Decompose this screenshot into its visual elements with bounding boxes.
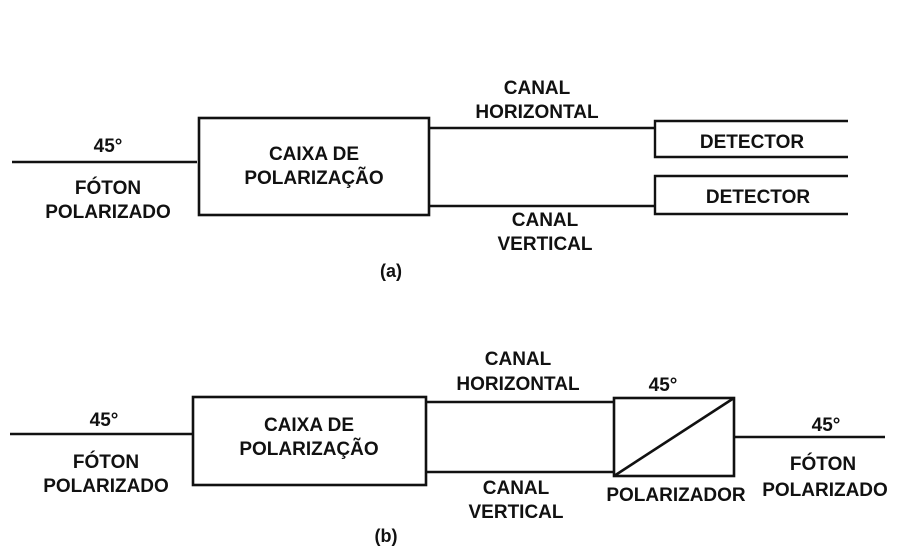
- polarization-box: [191, 395, 428, 487]
- panel-a-caption: (a): [380, 261, 402, 281]
- horizontal-channel-label-line2: HORIZONTAL: [456, 374, 580, 395]
- polarization-box: [197, 116, 431, 217]
- output-photon-label-line1: FÓTON: [790, 453, 856, 475]
- polarization-box-label-line2: POLARIZAÇÃO: [239, 438, 378, 460]
- vertical-channel-label-line1: CANAL: [483, 478, 550, 499]
- input-photon-label-line1: FÓTON: [75, 177, 141, 199]
- vertical-channel-label-line2: VERTICAL: [469, 502, 564, 523]
- horizontal-channel-label-line2: HORIZONTAL: [475, 102, 599, 123]
- polarizer-angle-label: 45°: [649, 375, 678, 396]
- detector-top-label: DETECTOR: [700, 132, 804, 153]
- output-photon-label-line2: POLARIZADO: [762, 480, 888, 501]
- polarization-box-label-line2: POLARIZAÇÃO: [244, 167, 383, 189]
- input-angle-label: 45°: [90, 410, 119, 431]
- polarizer-diagonal: [613, 396, 735, 478]
- vertical-channel-label-line2: VERTICAL: [498, 234, 593, 255]
- horizontal-channel-label-line1: CANAL: [504, 78, 571, 99]
- input-photon-label-line1: FÓTON: [73, 451, 139, 473]
- detector-bottom-label: DETECTOR: [706, 187, 810, 208]
- input-angle-label: 45°: [94, 136, 123, 157]
- output-angle-label: 45°: [812, 415, 841, 436]
- input-photon-label-line2: POLARIZADO: [45, 202, 171, 223]
- polarization-box-label-line1: CAIXA DE: [269, 144, 359, 165]
- detector-bottom-box: [653, 174, 848, 216]
- polarizer-label: POLARIZADOR: [606, 485, 746, 506]
- detector-top-box: [653, 119, 848, 159]
- panel-b-caption: (b): [375, 526, 398, 546]
- polarization-box-label-line1: CAIXA DE: [264, 415, 354, 436]
- input-photon-label-line2: POLARIZADO: [43, 476, 169, 497]
- horizontal-channel-label-line1: CANAL: [485, 349, 552, 370]
- vertical-channel-label-line1: CANAL: [512, 210, 579, 231]
- panel-b: 45° FÓTON POLARIZADO CAIXA DE POLARIZAÇÃ…: [10, 349, 888, 546]
- panel-a: 45° FÓTON POLARIZADO CAIXA DE POLARIZAÇÃ…: [12, 78, 848, 281]
